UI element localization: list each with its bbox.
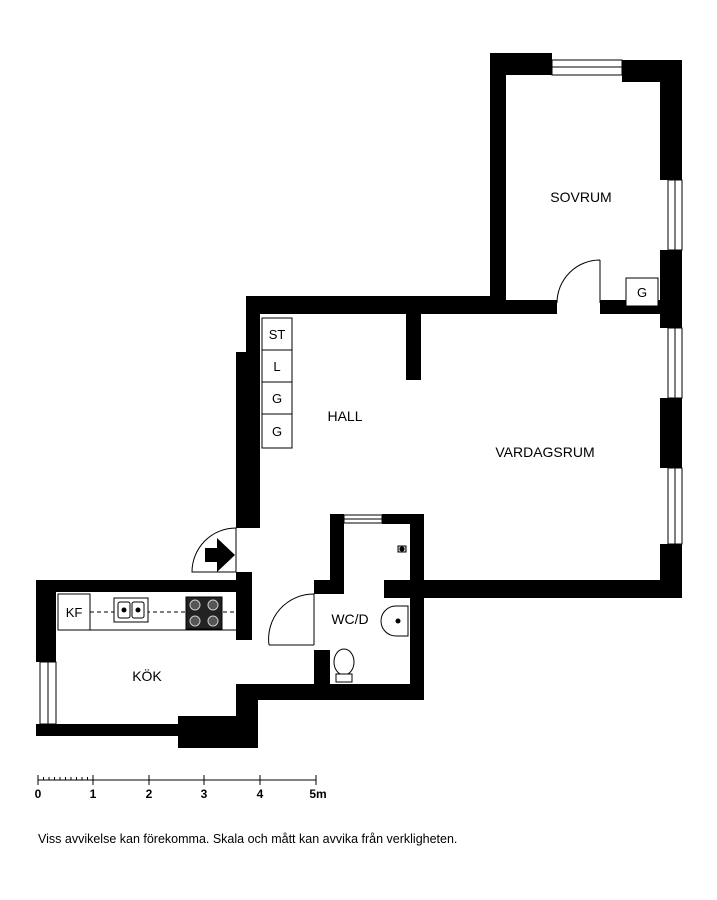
wc-east-wall [410, 514, 424, 700]
scale-label-1: 1 [90, 787, 97, 801]
closet-hall-st-label: ST [269, 327, 286, 342]
east-wall-1 [660, 60, 682, 180]
door-bedroom [556, 259, 601, 304]
disclaimer-text: Viss avvikelse kan förekomma. Skala och … [38, 832, 458, 846]
closet-hall-g1-label: G [272, 391, 282, 406]
closet-hall-g2 [261, 413, 293, 449]
living-bottom-wall [384, 580, 682, 598]
room-label-sovrum: SOVRUM [550, 189, 611, 205]
kitchen-bottom-thick [178, 716, 258, 748]
closet-kok-kf-label: KF [66, 605, 83, 620]
room-label-hall: HALL [327, 408, 362, 424]
scale-label-2: 2 [146, 787, 153, 801]
room-label-wc: WC/D [331, 611, 368, 627]
east-wall-3 [660, 398, 682, 468]
scale-label-4: 4 [257, 787, 264, 801]
room-label-vardagsrum: VARDAGSRUM [495, 444, 594, 460]
closet-hall-l [261, 349, 293, 383]
stove-icon [185, 596, 223, 630]
scale-minor-ticks [37, 775, 88, 785]
bedroom-partition-left [490, 300, 557, 314]
scale-label-0: 0 [35, 787, 42, 801]
bedroom-top-wall-left [490, 53, 552, 75]
bedroom-west-wall [490, 53, 506, 303]
door-wc [268, 593, 315, 646]
kitchen-counter [90, 597, 236, 631]
wc-fixtures [333, 545, 409, 683]
walls [36, 53, 682, 748]
hall-living-stub [406, 312, 421, 380]
closet-sovrum-g-label: G [637, 285, 647, 300]
bedroom-partition-right [600, 300, 682, 314]
room-label-kok: KÖK [132, 667, 162, 684]
closet-kok-kf [57, 593, 91, 631]
closets [57, 277, 659, 631]
doors [191, 259, 601, 646]
windows [39, 59, 683, 725]
kitchen-west-wall-upper [36, 580, 56, 662]
closet-hall-l-label: L [273, 359, 280, 374]
closet-hall-g1 [261, 381, 293, 415]
east-wall-2 [660, 250, 682, 328]
wc-top-wall-right [382, 514, 424, 524]
scale-label-5: 5m [309, 787, 326, 801]
door-entrance [191, 527, 237, 573]
closet-sovrum-g [625, 277, 659, 307]
scale-label-3: 3 [201, 787, 208, 801]
hall-west-wall-outer [236, 352, 250, 528]
closet-hall-st [261, 317, 293, 351]
toilet-icon [333, 648, 355, 683]
wc-west-wall [330, 514, 344, 594]
closet-hall-g2-label: G [272, 424, 282, 439]
hall-top-wall [246, 296, 506, 314]
wc-bottom-wall [236, 684, 424, 700]
wc-west-stub [314, 580, 344, 594]
scale-bar [37, 775, 317, 785]
kitchen-top-wall [36, 580, 252, 592]
shower-icon [397, 545, 407, 553]
washbasin-icon [380, 605, 409, 637]
entrance-arrow-icon [205, 538, 235, 572]
